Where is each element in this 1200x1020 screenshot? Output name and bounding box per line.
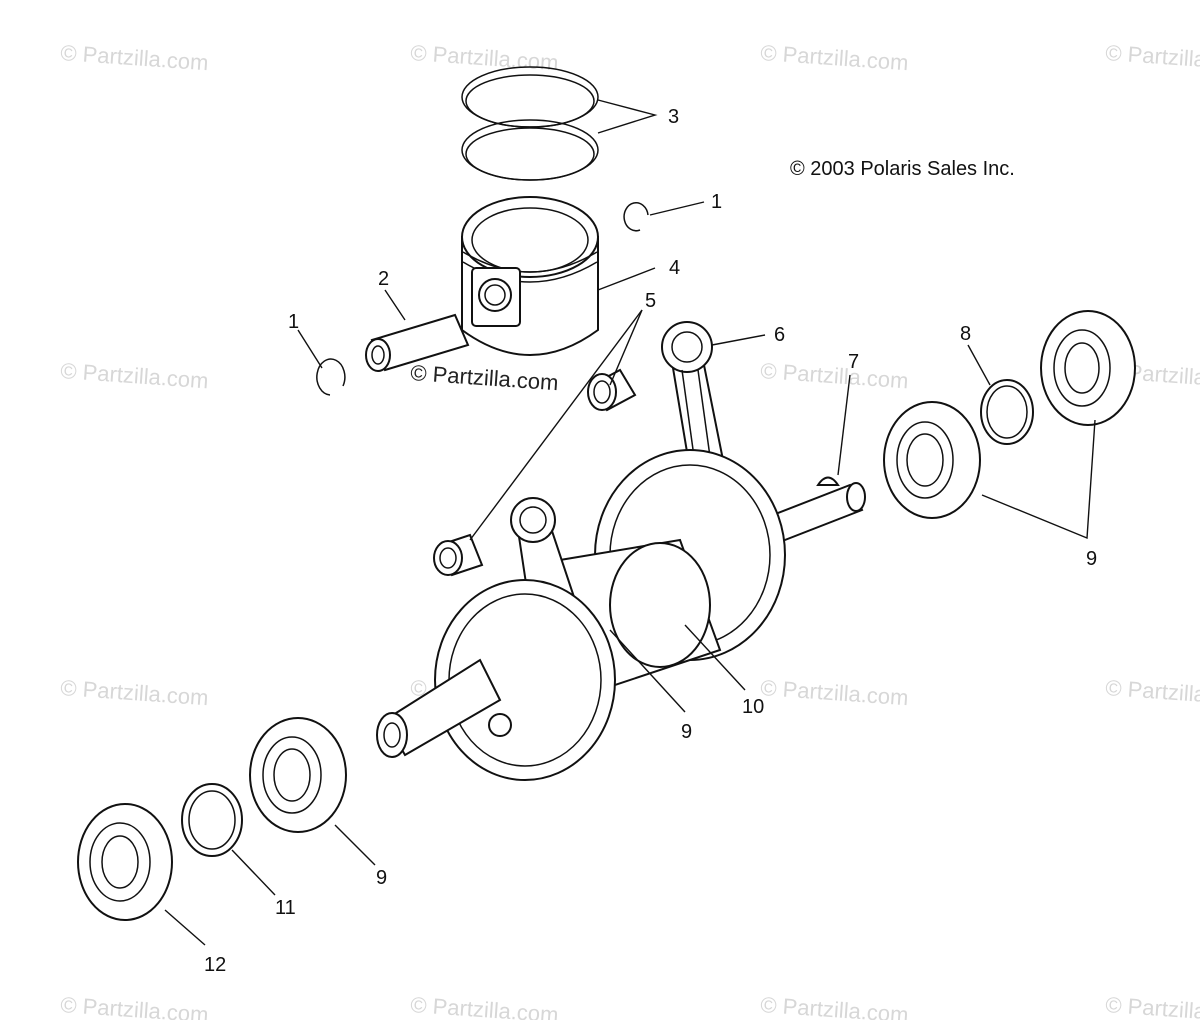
needle-bearing-upper — [587, 368, 637, 412]
watermark: © Partzilla.com — [60, 40, 210, 75]
watermark: © Partzilla.com — [1105, 675, 1200, 710]
watermark: © Partzilla.com — [60, 992, 210, 1020]
callout-7: 7 — [848, 351, 859, 373]
callout-9-center: 9 — [681, 721, 692, 743]
callout-11: 11 — [275, 897, 296, 919]
needle-bearing-lower — [433, 533, 484, 577]
bearing-right-inner — [883, 401, 981, 519]
watermark: © Partzilla.com — [760, 358, 910, 393]
callout-9-left: 9 — [376, 867, 387, 889]
watermark: © Partzilla.com — [1105, 992, 1200, 1020]
watermark: © Partzilla.com — [60, 675, 210, 710]
circlip-right — [623, 202, 649, 232]
spacer-ring — [181, 783, 243, 857]
leader-lines — [164, 99, 1096, 946]
watermark: © Partzilla.com — [1105, 40, 1200, 75]
crankshaft — [376, 449, 866, 781]
callout-1-right: 1 — [711, 191, 722, 213]
watermark: © Partzilla.com — [760, 992, 910, 1020]
watermark: © Partzilla.com — [410, 40, 560, 75]
watermark: © Partzilla.com — [760, 40, 910, 75]
piston-rings — [461, 66, 599, 181]
callout-5: 5 — [645, 290, 656, 312]
watermark: © Partzilla.com — [60, 358, 210, 393]
center-watermark: © Partzilla.com — [410, 360, 560, 395]
callout-10: 10 — [742, 696, 764, 718]
copyright-notice: © 2003 Polaris Sales Inc. — [790, 158, 1015, 180]
circlip-left — [316, 358, 346, 396]
watermark: © Partzilla.com — [760, 675, 910, 710]
callout-4: 4 — [669, 257, 680, 279]
callout-12: 12 — [204, 954, 226, 976]
callout-6: 6 — [774, 324, 785, 346]
woodruff-key — [816, 476, 840, 486]
oil-seal-left — [77, 803, 173, 921]
callout-9-right: 9 — [1086, 548, 1097, 570]
callout-3: 3 — [668, 106, 679, 128]
bearing-left-inner — [249, 717, 347, 833]
callout-2: 2 — [378, 268, 389, 290]
wrist-pin — [365, 313, 470, 372]
bearing-right-outer — [1040, 310, 1136, 426]
piston — [461, 196, 599, 356]
watermark: © Partzilla.com — [410, 992, 560, 1020]
callout-1-left: 1 — [288, 311, 299, 333]
callouts: 3 1 4 2 1 5 6 7 8 9 9 10 9 11 12 — [204, 106, 1097, 976]
shim-ring — [980, 379, 1034, 445]
callout-8: 8 — [960, 323, 971, 345]
